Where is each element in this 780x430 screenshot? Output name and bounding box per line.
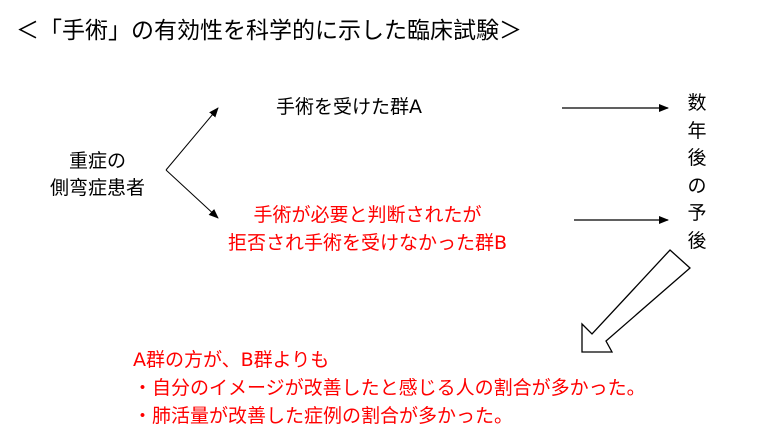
prognosis-char: 年 <box>687 119 707 142</box>
prognosis-char: 予 <box>687 202 707 224</box>
group-a-label: 手術を受けた群A <box>276 96 422 118</box>
patients-line-1: 重症の <box>69 150 127 172</box>
result-text: A群の方が、B群よりも ・自分のイメージが改善したと感じる人の割合が多かった。 … <box>133 346 646 430</box>
prognosis-char: 後 <box>687 147 707 169</box>
prognosis-char: 数 <box>687 92 707 114</box>
prognosis-char: 後 <box>687 229 707 252</box>
arrow-to-group-b <box>165 169 219 219</box>
group-b-line-2: 拒否され手術を受けなかった群B <box>228 232 508 254</box>
result-item: ・肺活量が改善した症例の割合が多かった。 <box>133 405 514 427</box>
block-arrow-to-result <box>581 249 691 353</box>
group-b-label: 手術が必要と判断されたが 拒否され手術を受けなかった群B <box>228 201 507 257</box>
arrow-to-group-a <box>165 107 219 171</box>
prognosis-label: 数 年 後 の 予 後 <box>686 90 708 255</box>
patients-line-2: 側弯症患者 <box>50 177 146 199</box>
prognosis-char: の <box>687 174 707 197</box>
result-item: ・自分のイメージが改善したと感じる人の割合が多かった。 <box>133 377 646 399</box>
result-heading: A群の方が、B群よりも <box>133 349 330 371</box>
group-b-line-1: 手術が必要と判断されたが <box>253 204 482 226</box>
patients-label: 重症の 側弯症患者 <box>50 148 145 202</box>
diagram-title: ＜「手術」の有効性を科学的に示した臨床試験＞ <box>16 18 522 44</box>
